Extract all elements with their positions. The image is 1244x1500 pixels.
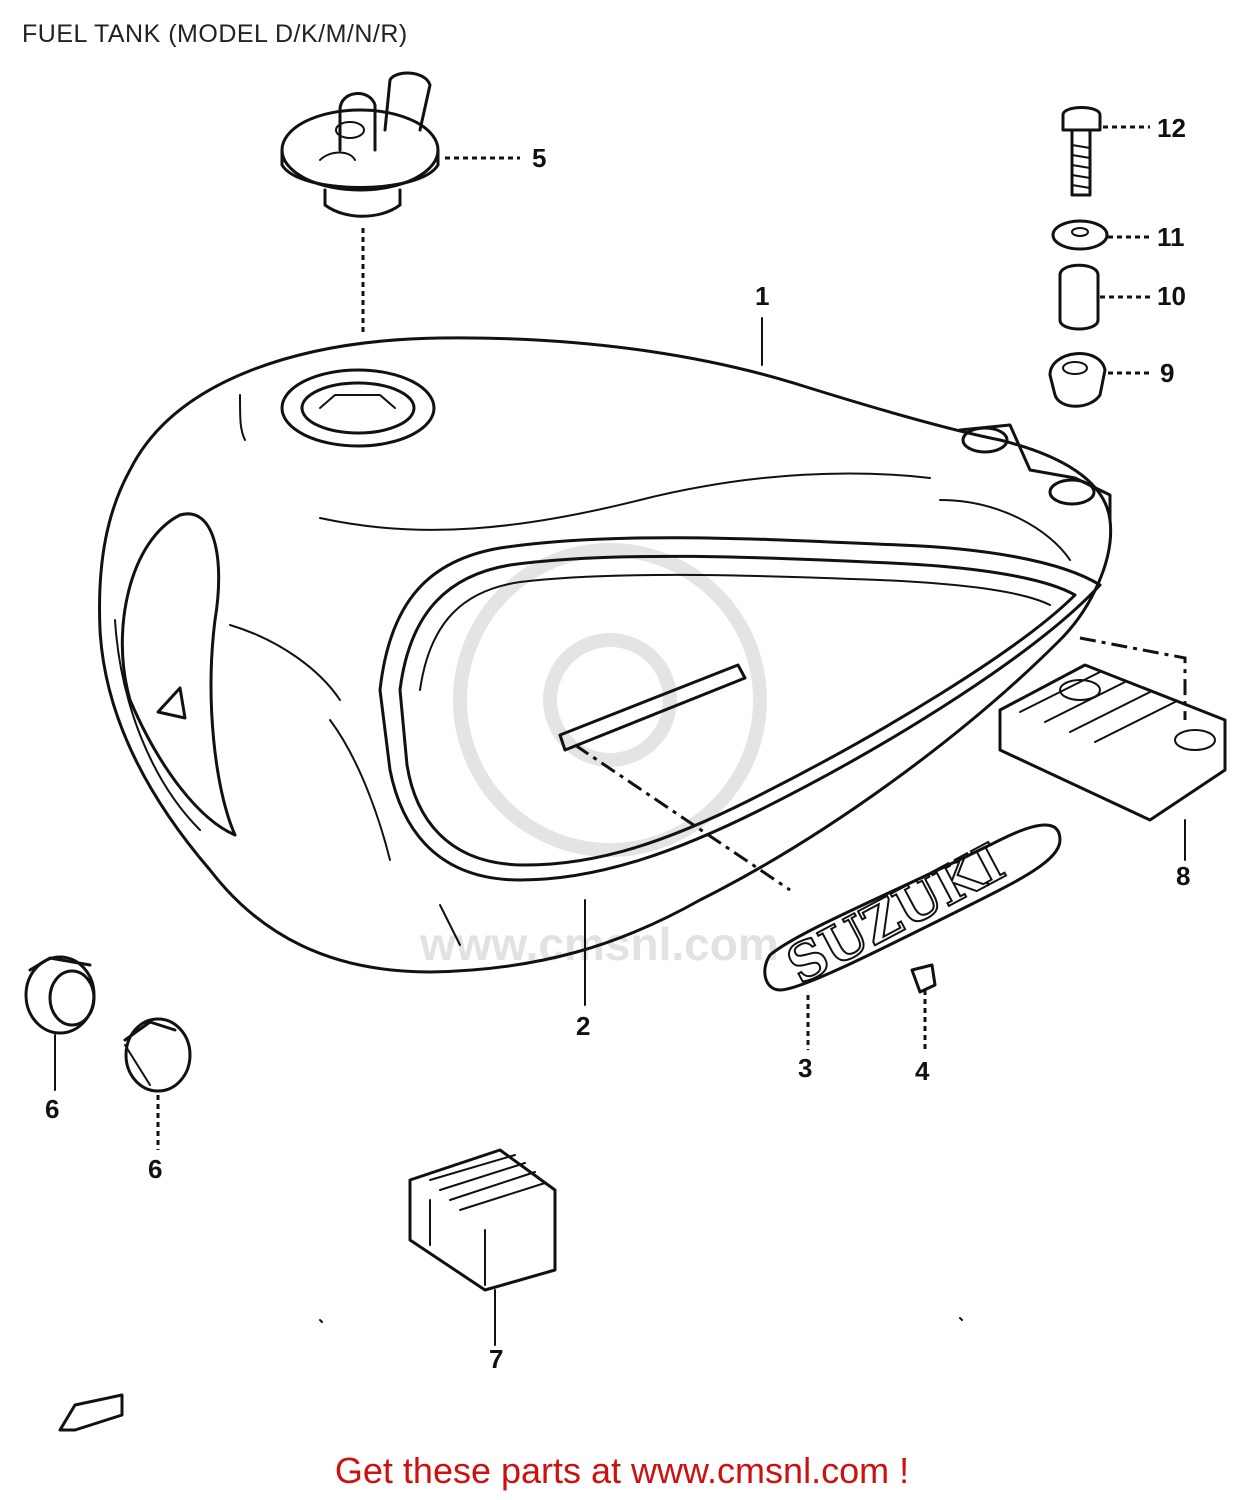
leader-lines [54,125,1186,1346]
side-panel-stripe-part [378,536,1102,892]
callout-4: 4 [915,1056,930,1086]
page-title: FUEL TANK (MODEL D/K/M/N/R) [22,20,408,48]
front-direction-arrow-icon [58,1393,124,1432]
callout-11: 11 [1157,222,1185,252]
callout-8: 8 [1176,861,1190,891]
rubber-pad-part-8 [998,636,1227,822]
fuel-tank-part [98,336,1113,974]
collar-part-10 [1058,263,1100,331]
callout-9: 9 [1160,358,1174,388]
footer-link-banner[interactable]: Get these parts at www.cmsnl.com ! [334,1450,910,1491]
callout-5: 5 [532,143,546,173]
fuel-cap-part [280,71,440,335]
rubber-cushion-part-7 [408,1148,557,1292]
callout-1: 1 [755,281,769,311]
cushion-part-a [24,955,96,1035]
screw-part-4 [910,963,937,994]
callout-6a: 6 [45,1094,59,1124]
callout-labels: 1 2 3 4 5 6 6 7 8 9 10 11 12 [45,113,1190,1374]
washer-part-11 [1051,219,1109,251]
callout-12: 12 [1157,113,1186,143]
callout-6b: 6 [148,1154,162,1184]
emblem-text: SUZUKI [777,832,1014,997]
parts-diagram: www.cmsnl.com [24,71,1227,1432]
callout-2: 2 [576,1011,590,1041]
bolt-part-12 [1061,106,1102,197]
cushion-part-b [123,1017,192,1093]
callout-10: 10 [1157,281,1186,311]
callout-7: 7 [489,1344,503,1374]
callout-3: 3 [798,1053,812,1083]
grommet-part-9 [1048,352,1107,408]
watermark-logo: www.cmsnl.com [419,543,779,970]
